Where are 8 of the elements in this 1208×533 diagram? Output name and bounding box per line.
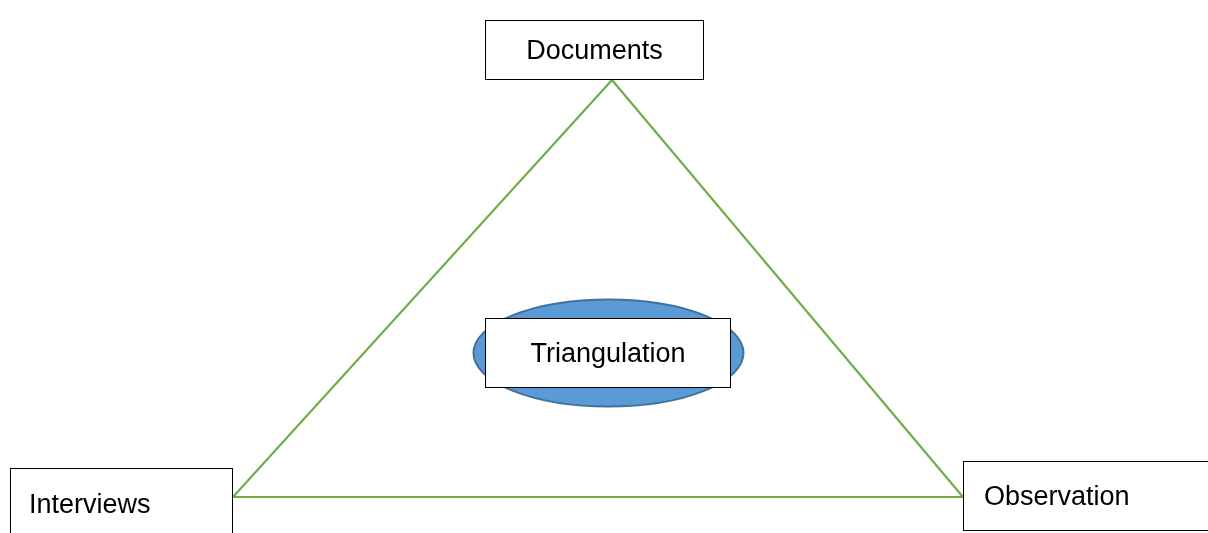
ellipse-node [472, 298, 745, 408]
text-box: Observation [963, 461, 1208, 531]
connector-line [611, 79, 964, 498]
text-box: Interviews [10, 468, 233, 533]
connector-line [233, 495, 963, 499]
connector-line [232, 79, 613, 498]
label-box: Triangulation [485, 318, 731, 388]
text-box: Documents [485, 20, 704, 80]
